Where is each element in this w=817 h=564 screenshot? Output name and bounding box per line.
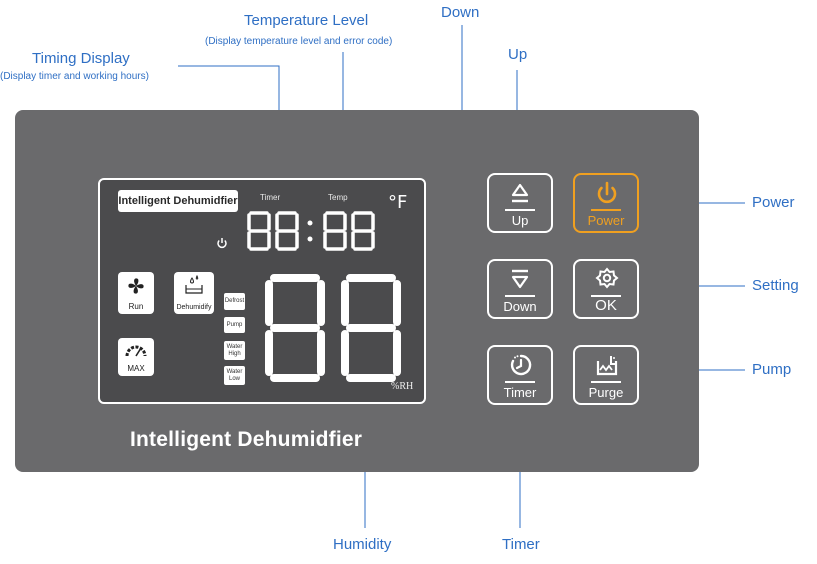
power-button-divider	[591, 209, 621, 211]
timing-display-label: Timing Display	[32, 50, 130, 67]
humidity-unit: %RH	[391, 381, 414, 392]
pump-label: Pump	[752, 361, 792, 378]
temp-unit: °F	[388, 192, 408, 213]
max-mode-indicator: MAX	[118, 338, 154, 376]
eject-up-icon	[511, 183, 529, 203]
up-button[interactable]: Up	[487, 173, 553, 233]
water-drops-icon	[185, 275, 203, 294]
eject-down-icon	[511, 269, 529, 289]
ok-button-label: OK	[595, 297, 617, 314]
timing-display-sublabel: (Display timer and working hours)	[0, 71, 149, 82]
max-label: MAX	[127, 364, 145, 373]
pump-indicator: Pump	[224, 317, 245, 333]
temperature-level-sublabel: (Display temperature level and error cod…	[205, 36, 393, 47]
up-button-label: Up	[511, 213, 529, 228]
timer-indicator: Timer	[260, 193, 281, 202]
lcd-display: Intelligent Dehumidfier Timer Temp °F %R…	[98, 178, 426, 404]
up-label: Up	[508, 46, 528, 63]
humidity-label: Humidity	[333, 536, 392, 553]
timer-digits	[247, 211, 375, 251]
timer-button-divider	[505, 381, 535, 383]
purge-button-divider	[591, 381, 621, 383]
temp-indicator: Temp	[328, 193, 348, 202]
setting-label: Setting	[752, 277, 799, 294]
purge-button[interactable]: Purge	[573, 345, 639, 405]
down-label: Down	[441, 4, 480, 21]
down-button[interactable]: Down	[487, 259, 553, 319]
timer-button[interactable]: Timer	[487, 345, 553, 405]
run-mode-indicator: Run	[118, 272, 154, 314]
ok-setting-button[interactable]: OK	[573, 259, 639, 319]
gear-icon	[595, 267, 619, 289]
timer-label: Timer	[502, 536, 540, 553]
water-low-indicator: Water Low	[224, 366, 245, 385]
power-button-label: Power	[587, 213, 625, 228]
timer-clock-icon	[510, 354, 532, 376]
power-label: Power	[752, 194, 795, 211]
down-button-divider	[505, 295, 535, 297]
purge-button-label: Purge	[588, 385, 624, 400]
temperature-level-label: Temperature Level	[244, 12, 369, 29]
power-button[interactable]: Power	[573, 173, 639, 233]
up-button-divider	[505, 209, 535, 211]
defrost-indicator: Defrost	[224, 293, 245, 310]
dehumidify-mode-indicator: Dehumidify	[174, 272, 214, 314]
brand-text: Intelligent Dehumidfier	[130, 428, 363, 451]
lcd-title: Intelligent Dehumidfier	[118, 190, 238, 212]
ok-button-divider	[591, 295, 621, 297]
power-icon	[597, 181, 617, 204]
humidity-digits	[265, 274, 401, 382]
power-indicator-icon	[217, 238, 227, 249]
down-button-label: Down	[503, 299, 537, 314]
gauge-icon	[125, 345, 147, 357]
fan-icon	[128, 278, 144, 294]
run-label: Run	[128, 302, 144, 311]
dehumidify-label: Dehumidify	[176, 304, 212, 311]
timer-button-label: Timer	[503, 385, 537, 400]
purge-pump-icon	[596, 356, 618, 376]
water-high-indicator: Water High	[224, 341, 245, 360]
